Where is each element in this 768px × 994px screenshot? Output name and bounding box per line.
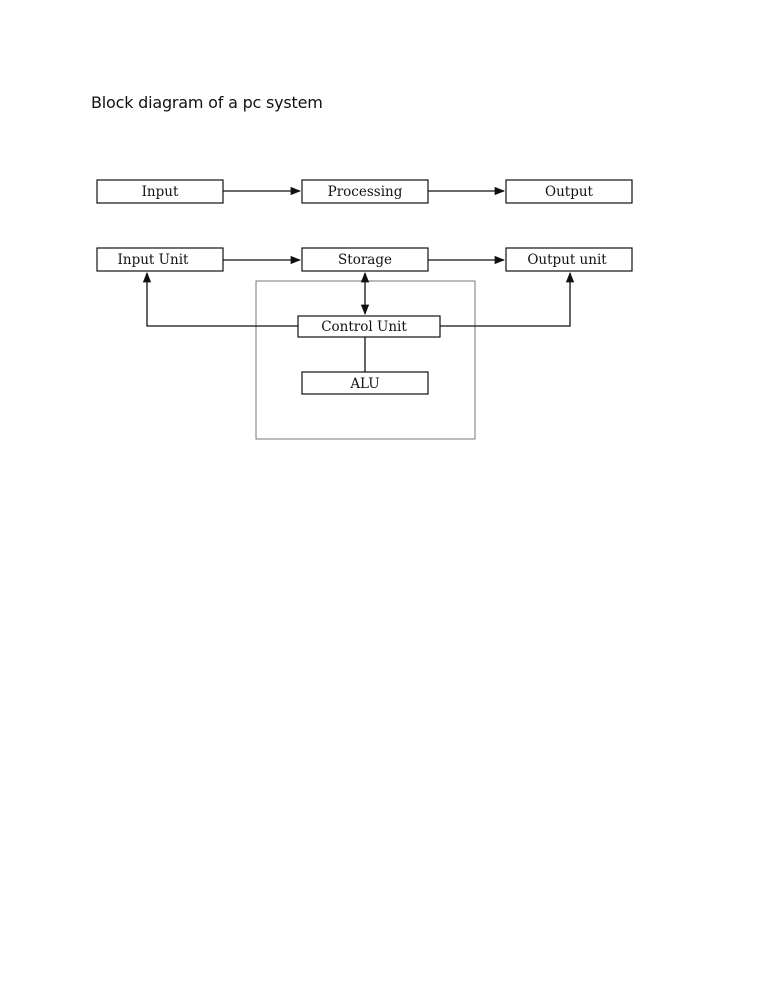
page-title: Block diagram of a pc system [91, 93, 323, 112]
processing-label: Processing [328, 184, 403, 200]
storage-label: Storage [338, 252, 392, 268]
storage-block: Storage [301, 247, 429, 272]
output-label: Output [545, 184, 594, 200]
control-unit-block: Control Unit [297, 315, 441, 338]
output-unit-block: Output unit [505, 247, 633, 272]
output-block: Output [505, 179, 633, 204]
input-label: Input [142, 184, 179, 200]
control-unit-label: Control Unit [321, 319, 407, 335]
input-block: Input [96, 179, 224, 204]
output-unit-label: Output unit [527, 252, 607, 268]
arrow-control-unit-to-output-unit [440, 271, 575, 327]
processing-block: Processing [301, 179, 429, 204]
alu-block: ALU [301, 371, 429, 395]
input-unit-label: Input Unit [118, 252, 189, 268]
alu-label: ALU [349, 376, 379, 392]
input-unit-block: Input Unit [96, 247, 224, 272]
arrow-control-unit-to-input-unit [142, 271, 298, 327]
